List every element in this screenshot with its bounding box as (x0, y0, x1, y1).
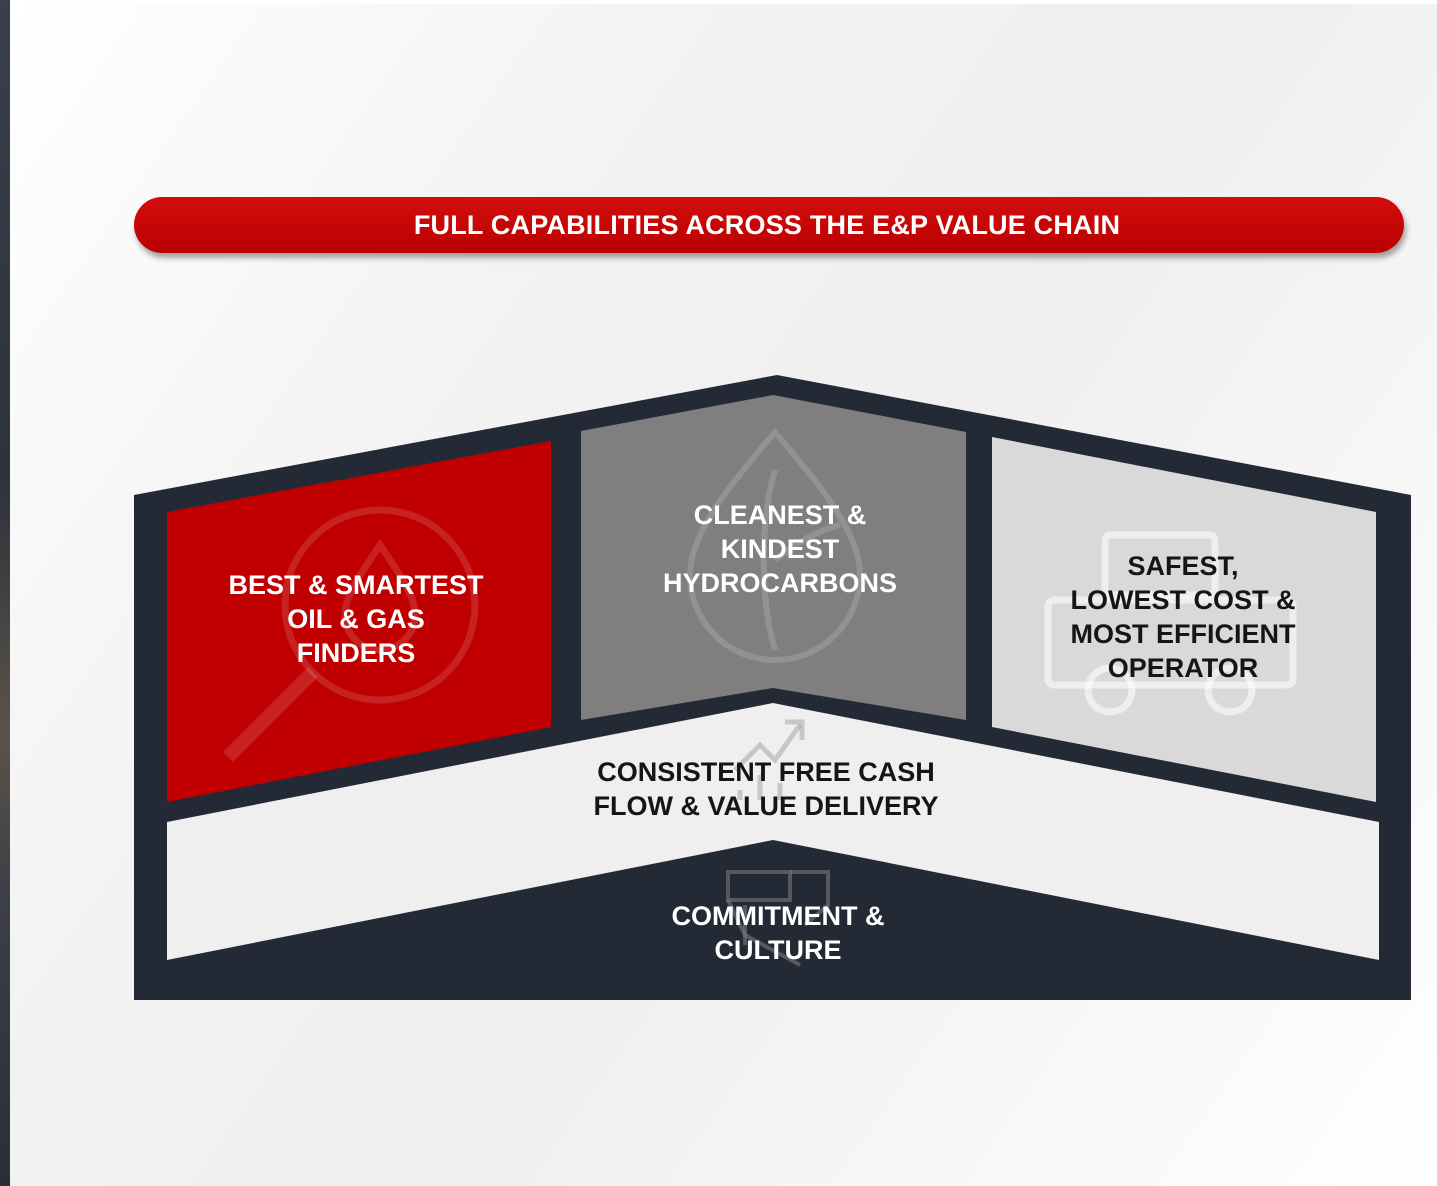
finders-label: BEST & SMARTEST OIL & GAS FINDERS (228, 570, 484, 668)
left-edge-strip (0, 0, 10, 1186)
handshake-icon (726, 870, 830, 967)
trending-chart-icon (733, 719, 805, 800)
pillar-finders (167, 441, 551, 802)
cash-flow-label: CONSISTENT FREE CASH FLOW & VALUE DELIVE… (593, 757, 939, 821)
band-cash-flow (167, 703, 1379, 960)
value-chain-banner: FULL CAPABILITIES ACROSS THE E&P VALUE C… (134, 197, 1404, 253)
oil-pump-truck-icon (1044, 531, 1297, 716)
banner-title: FULL CAPABILITIES ACROSS THE E&P VALUE C… (413, 209, 1121, 240)
hydrocarbons-label: CLEANEST & KINDEST HYDROCARBONS (662, 500, 897, 598)
operator-label: SAFEST, LOWEST COST & MOST EFFICIENT OPE… (1070, 551, 1296, 683)
pillar-operator (992, 437, 1376, 802)
culture-label: COMMITMENT & CULTURE (671, 901, 885, 965)
pillar-hydrocarbons (581, 395, 966, 720)
magnifier-drop-icon (223, 506, 479, 762)
leaf-drop-icon (686, 427, 864, 663)
